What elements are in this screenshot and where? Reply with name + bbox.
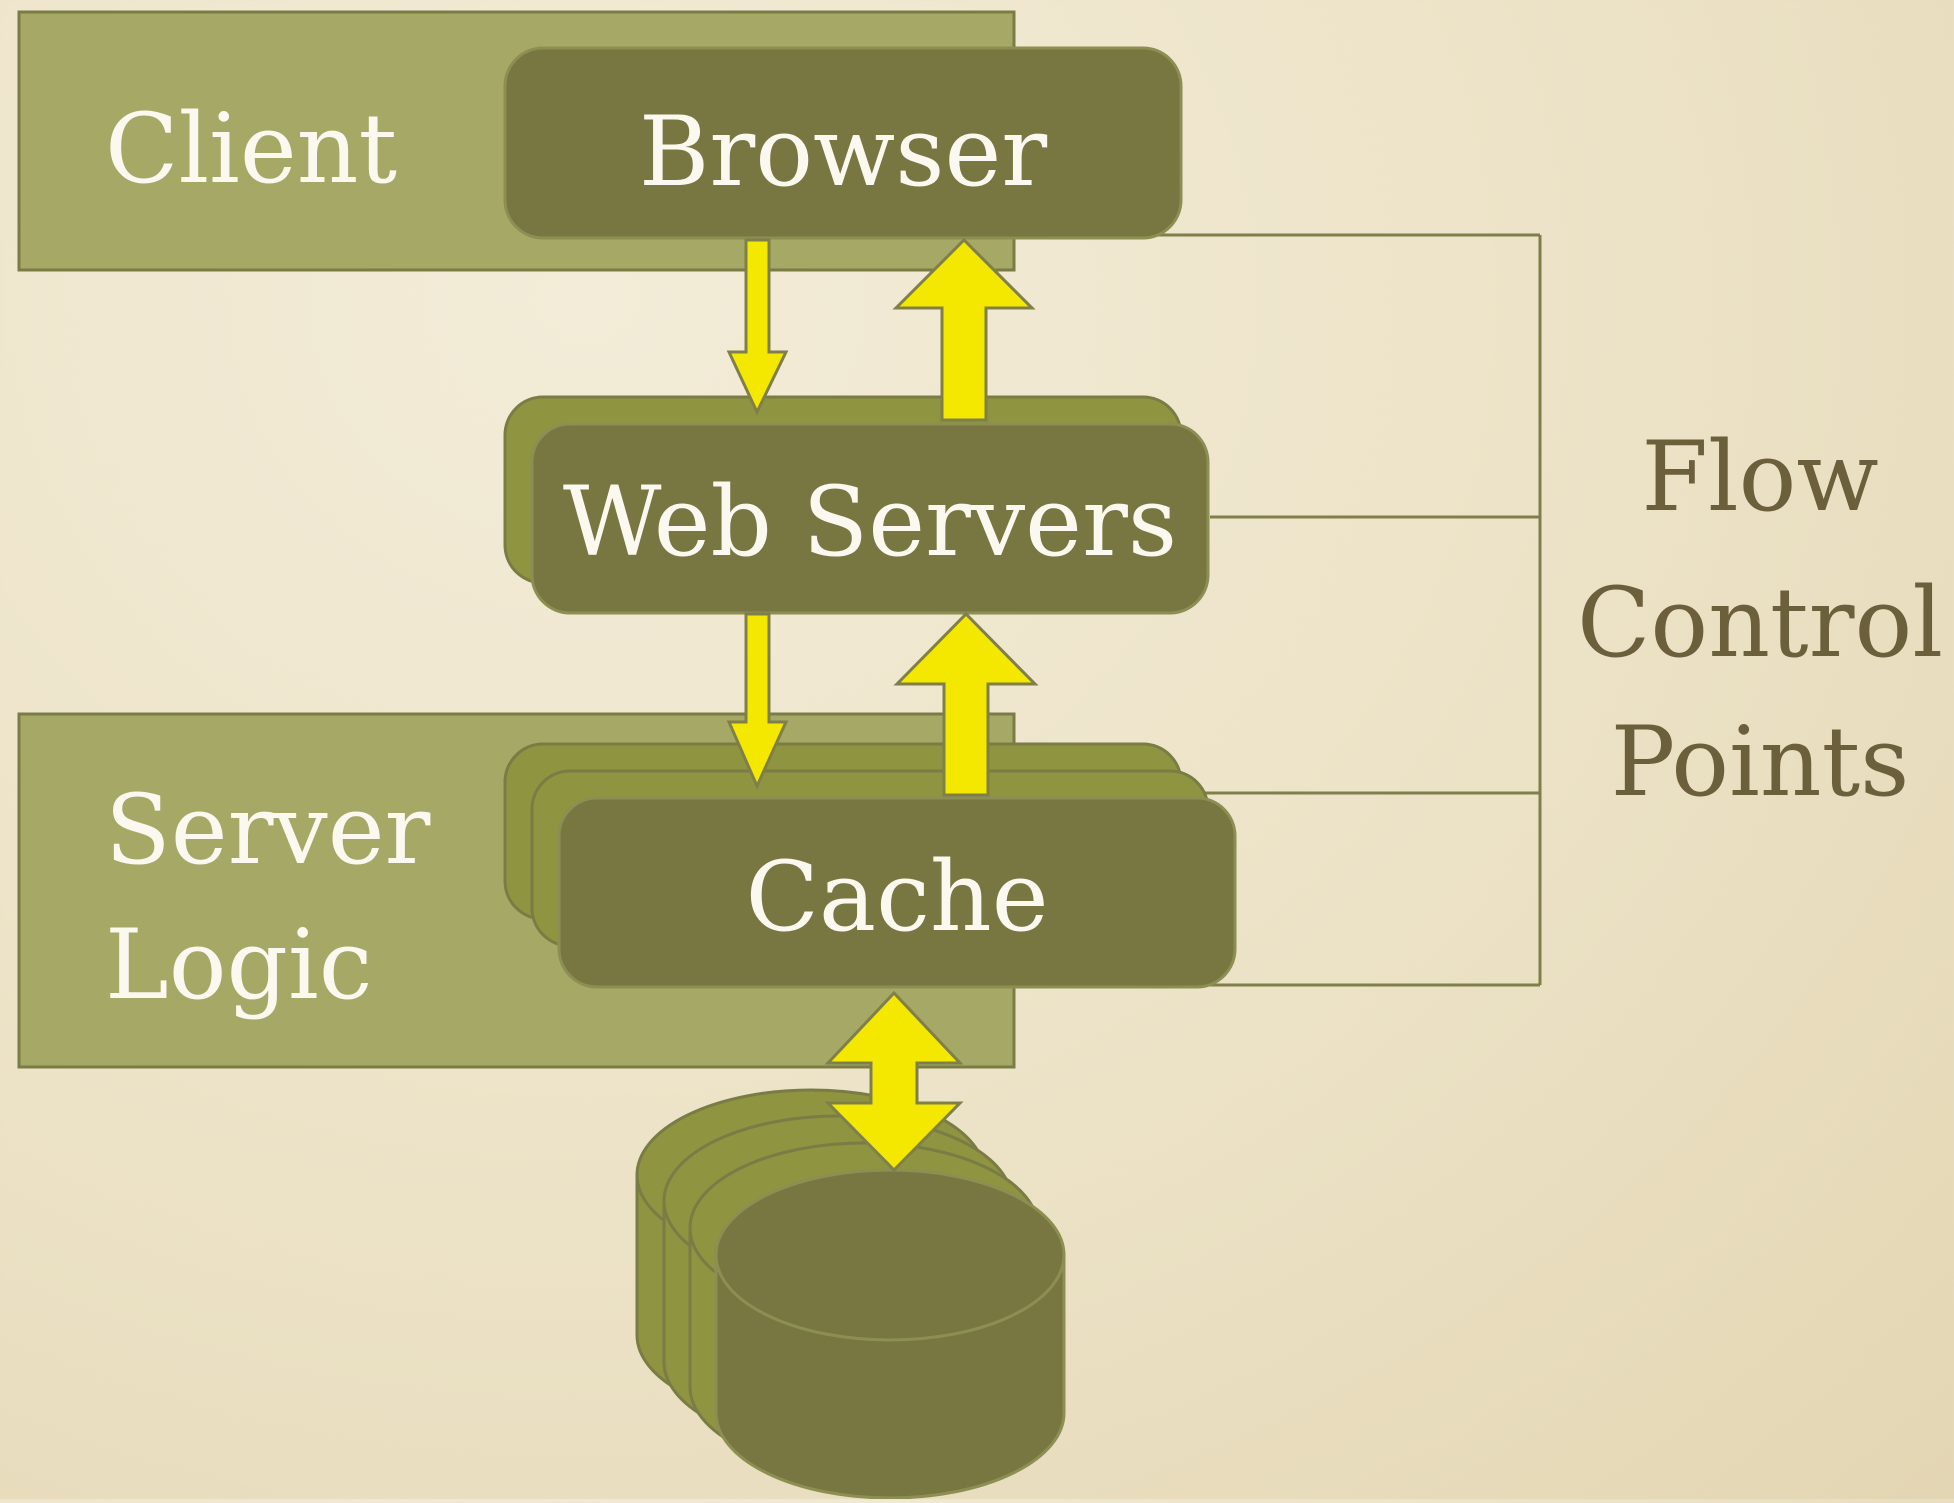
server-logic-zone-label-line1: Server bbox=[105, 774, 431, 886]
browser-label: Browser bbox=[639, 96, 1047, 208]
arrow-cache-to-webservers bbox=[893, 611, 1039, 797]
web-servers-label: Web Servers bbox=[563, 466, 1177, 578]
arrow-browser-to-webservers bbox=[726, 238, 789, 416]
arrow-webservers-to-browser bbox=[892, 237, 1036, 422]
server-logic-zone-label-line2: Logic bbox=[105, 909, 372, 1021]
cache-box bbox=[557, 796, 1237, 989]
arrow-cache-database-bidirectional bbox=[824, 990, 964, 1173]
browser-box bbox=[503, 46, 1183, 240]
flow-control-label-line3: Points bbox=[1611, 706, 1910, 818]
flow-control-label-line2: Control bbox=[1577, 567, 1943, 679]
flow-control-bracket bbox=[1150, 233, 1542, 987]
client-zone-label: Client bbox=[105, 93, 397, 205]
cache-label: Cache bbox=[745, 841, 1048, 953]
database-cylinder bbox=[714, 1168, 1066, 1500]
arrow-webservers-to-cache bbox=[726, 612, 789, 790]
web-servers-box bbox=[530, 422, 1210, 615]
flow-control-label-line1: Flow bbox=[1641, 421, 1878, 533]
